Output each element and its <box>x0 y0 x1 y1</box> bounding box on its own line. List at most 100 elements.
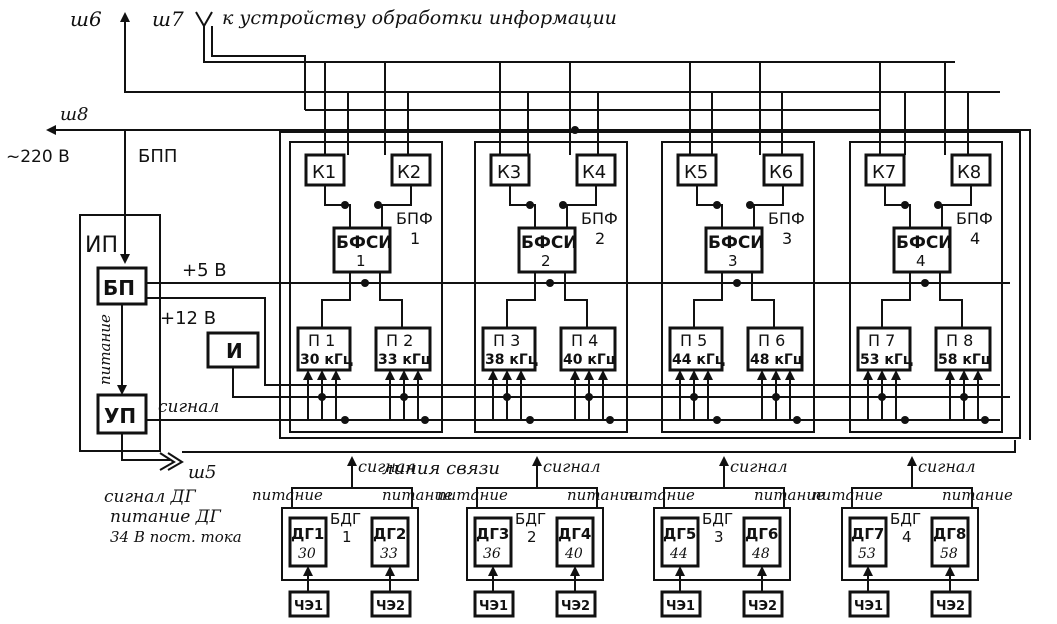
p-label: П 3 <box>493 331 520 350</box>
p-label: П 1 <box>308 331 335 350</box>
pitanie-label: питание <box>437 486 508 504</box>
bfsi-block <box>892 226 952 274</box>
bdg-number: 1 <box>342 528 352 546</box>
dg-number: 33 <box>380 546 398 562</box>
bpf-frame <box>661 141 815 433</box>
pitanie-label: питание <box>754 486 825 504</box>
legend-line-3: 34 В пост. тока <box>110 528 242 546</box>
k-label: К6 <box>769 162 793 183</box>
p-label: П 5 <box>680 331 707 350</box>
legend: сигнал ДГ питание ДГ 34 В пост. тока <box>104 487 242 546</box>
dg-block <box>288 516 328 568</box>
bus-w5-label: ш5 <box>188 462 217 483</box>
bpf-frame <box>289 141 443 433</box>
p-block <box>559 326 617 372</box>
bfsi-label: БФСИ <box>336 233 393 253</box>
dg-label: ДГ5 <box>663 525 696 543</box>
dg-label: ДГ8 <box>933 525 966 543</box>
dg-label: ДГ6 <box>745 525 778 543</box>
legend-line-1: сигнал ДГ <box>104 487 196 507</box>
dg-label: ДГ3 <box>476 525 509 543</box>
dg-number: 30 <box>298 546 316 562</box>
bus-w7-label: ш7 <box>152 7 184 31</box>
p-frequency: 33 кГц <box>378 352 431 368</box>
p-block <box>374 326 432 372</box>
pitanie-label: питание <box>942 486 1013 504</box>
p-frequency: 40 кГц <box>563 352 616 368</box>
bdg-label: БДГ <box>890 510 921 528</box>
k-label: К7 <box>872 162 896 183</box>
bfsi-label: БФСИ <box>708 233 765 253</box>
pitanie-label: питание <box>252 486 323 504</box>
bpf-frame <box>849 141 1003 433</box>
p-label: П 4 <box>571 331 598 350</box>
bfsi-number: 2 <box>541 252 551 270</box>
bdg-number: 3 <box>714 528 724 546</box>
k-label: К5 <box>684 162 708 183</box>
dg-block <box>473 516 513 568</box>
signal-label: сигнал <box>918 457 976 476</box>
p-frequency: 38 кГц <box>485 352 538 368</box>
dg-label: ДГ4 <box>558 525 591 543</box>
signal-label-left: сигнал <box>158 397 219 417</box>
ce-block <box>848 590 890 618</box>
bdg-frame <box>466 507 604 581</box>
dg-block <box>555 516 595 568</box>
k-label: К8 <box>957 162 981 183</box>
signal-label: сигнал <box>358 457 416 476</box>
dg-block <box>370 516 410 568</box>
ce-block <box>930 590 972 618</box>
k-block <box>304 153 346 187</box>
ce-block <box>288 590 330 618</box>
bfsi-label: БФСИ <box>521 233 578 253</box>
p-block <box>856 326 912 372</box>
bpf-number: 3 <box>782 229 792 248</box>
bp-label: БП <box>103 276 135 300</box>
bdg-frame <box>281 507 419 581</box>
bfsi-block <box>704 226 764 274</box>
pitanie-label: питание <box>382 486 453 504</box>
dg-number: 58 <box>940 546 958 562</box>
p-frequency: 30 кГц <box>300 352 353 368</box>
signal-label: сигнал <box>543 457 601 476</box>
pitanie-label: питание <box>567 486 638 504</box>
p-frequency: 44 кГц <box>672 352 725 368</box>
signal-label: сигнал <box>730 457 788 476</box>
bdg-label: БДГ <box>515 510 546 528</box>
ce-label: ЧЭ2 <box>561 599 590 614</box>
k-block <box>864 153 906 187</box>
k-label: К3 <box>497 162 521 183</box>
bfsi-number: 3 <box>728 252 738 270</box>
ce-label: ЧЭ2 <box>936 599 965 614</box>
ce-label: ЧЭ2 <box>376 599 405 614</box>
main-frame <box>279 131 1021 439</box>
top-bus-wires <box>80 26 1031 440</box>
p-frequency: 58 кГц <box>938 352 991 368</box>
bdg-label: БДГ <box>702 510 733 528</box>
v5-label: +5 В <box>182 260 227 281</box>
bpf-label: БПФ <box>396 209 433 228</box>
p-block <box>481 326 537 372</box>
bpf-frame <box>474 141 628 433</box>
bdg-number: 4 <box>902 528 912 546</box>
p-block <box>296 326 352 372</box>
up-block <box>96 393 148 435</box>
pitanie-label: питание <box>624 486 695 504</box>
bpf-number: 4 <box>970 229 980 248</box>
dg-number: 53 <box>858 546 876 562</box>
bfsi-number: 4 <box>916 252 926 270</box>
bfsi-block <box>517 226 577 274</box>
k-block <box>390 153 432 187</box>
ce-label: ЧЭ1 <box>666 599 695 614</box>
bpp-frame <box>79 214 161 452</box>
pitanie-vertical: питание <box>96 314 114 385</box>
bus-w8-label: ш8 <box>60 104 89 125</box>
dg-number: 44 <box>669 546 688 562</box>
ce-label: ЧЭ1 <box>854 599 883 614</box>
p-block <box>668 326 724 372</box>
ce-block <box>555 590 597 618</box>
